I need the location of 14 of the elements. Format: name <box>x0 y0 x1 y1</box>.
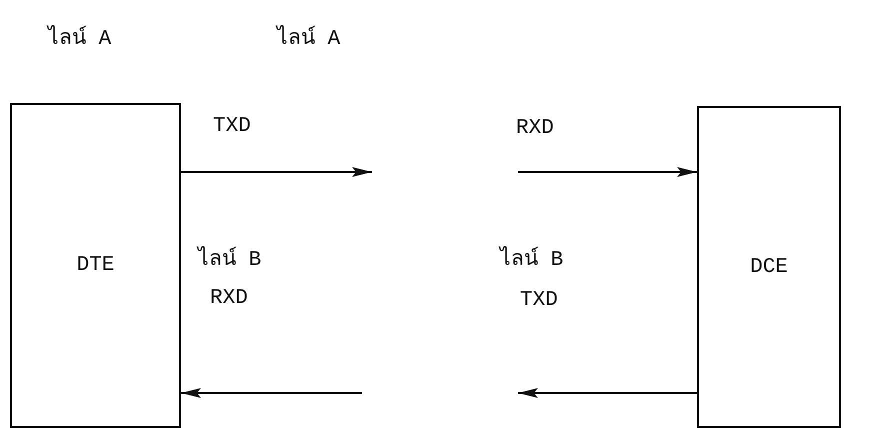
signal-label: TXD <box>213 114 251 140</box>
line-label: ไลน์ B <box>198 248 262 274</box>
signal-label: RXD <box>516 116 554 142</box>
arrow <box>518 388 697 398</box>
device-box: DCE <box>697 106 841 428</box>
device-box: DTE <box>10 103 181 428</box>
line-label: ไลน์ B <box>500 248 564 274</box>
signal-label: RXD <box>210 286 248 312</box>
line-label: ไลน์ A <box>277 27 340 52</box>
arrow <box>181 167 372 177</box>
line-label: ไลน์ A <box>48 27 112 52</box>
arrow <box>181 388 362 398</box>
arrow <box>518 167 697 177</box>
signal-label: TXD <box>520 288 558 314</box>
